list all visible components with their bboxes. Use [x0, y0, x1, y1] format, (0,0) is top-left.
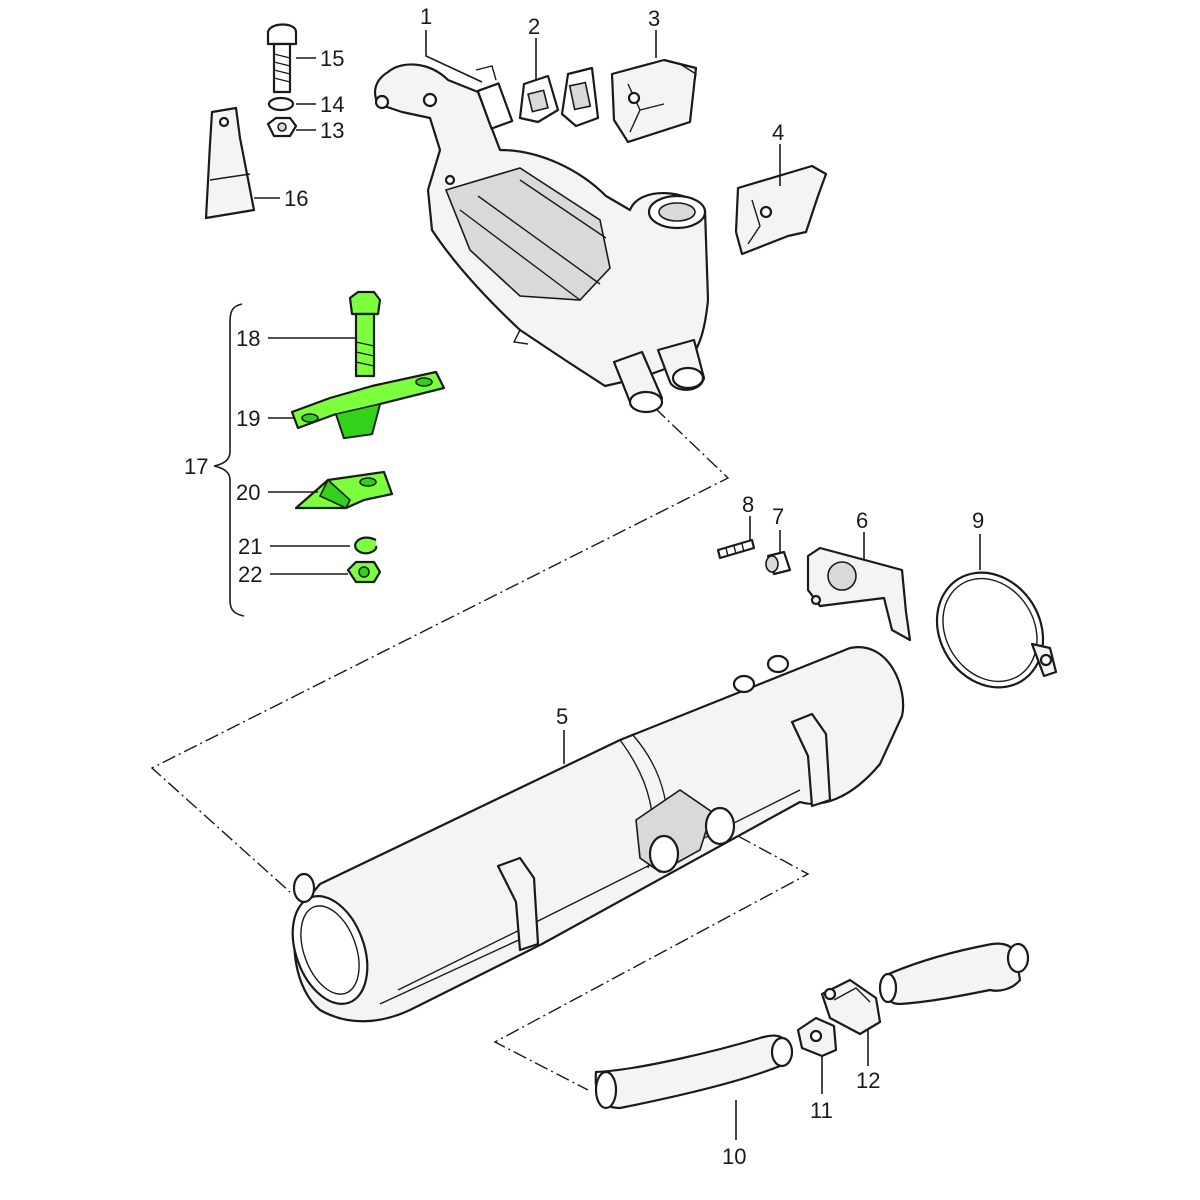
part-22-nut-highlight[interactable] [346, 560, 382, 584]
part-9-strap-clamp[interactable] [916, 553, 1064, 708]
dash-line-muffler-to-tailpipe [493, 835, 810, 1091]
label-6: 6 [856, 508, 868, 533]
label-2: 2 [528, 14, 540, 39]
label-17: 17 [184, 454, 208, 479]
label-7: 7 [772, 504, 784, 529]
label-4: 4 [772, 120, 784, 145]
part-8-stud[interactable] [716, 538, 756, 560]
part-21-washer-highlight[interactable] [354, 536, 378, 555]
label-3: 3 [648, 6, 660, 31]
label-1: 1 [420, 4, 432, 29]
label-20: 20 [236, 480, 260, 505]
leader-lines [254, 30, 981, 1140]
label-19: 19 [236, 406, 260, 431]
label-16: 16 [284, 186, 308, 211]
part-13-nut[interactable] [266, 116, 298, 138]
label-8: 8 [742, 492, 754, 517]
part-12-pipe-clamp[interactable] [820, 978, 882, 1036]
label-14: 14 [320, 92, 344, 117]
label-18: 18 [236, 326, 260, 351]
group-17-bracket [213, 303, 245, 617]
part-7-spacer[interactable] [765, 550, 792, 576]
part-18-bolt-highlight[interactable] [348, 290, 382, 378]
dash-line-manifold-to-muffler [150, 407, 730, 893]
part-1-heat-exchanger[interactable] [373, 63, 710, 414]
part-3-flange-shield[interactable] [610, 58, 698, 144]
part-5-muffler[interactable] [279, 646, 905, 1023]
label-22: 22 [238, 562, 262, 587]
part-11-bracket-clip[interactable] [796, 1016, 838, 1058]
upper-pipe[interactable] [878, 942, 1030, 1006]
label-10: 10 [722, 1144, 746, 1169]
label-15: 15 [320, 46, 344, 71]
part-19-clamp-highlight[interactable] [290, 370, 446, 440]
part-number-labels: 1 2 3 4 5 6 7 8 9 10 11 12 13 14 15 16 1… [184, 4, 984, 1169]
part-4-heat-shield[interactable] [734, 164, 828, 256]
part-16-bracket[interactable] [204, 106, 256, 220]
part-14-lock-washer[interactable] [267, 96, 295, 112]
label-5: 5 [556, 704, 568, 729]
assembly-dash-lines [150, 407, 810, 1091]
part-6-muffler-bracket[interactable] [806, 546, 912, 642]
part-10-tailpipe[interactable] [594, 1034, 794, 1110]
part-15-bolt[interactable] [266, 23, 298, 94]
label-9: 9 [972, 508, 984, 533]
label-13: 13 [320, 118, 344, 143]
label-21: 21 [238, 534, 262, 559]
part-2-gaskets[interactable] [518, 66, 600, 128]
label-12: 12 [856, 1068, 880, 1093]
label-11: 11 [810, 1098, 833, 1123]
part-20-plate-highlight[interactable] [294, 470, 394, 510]
